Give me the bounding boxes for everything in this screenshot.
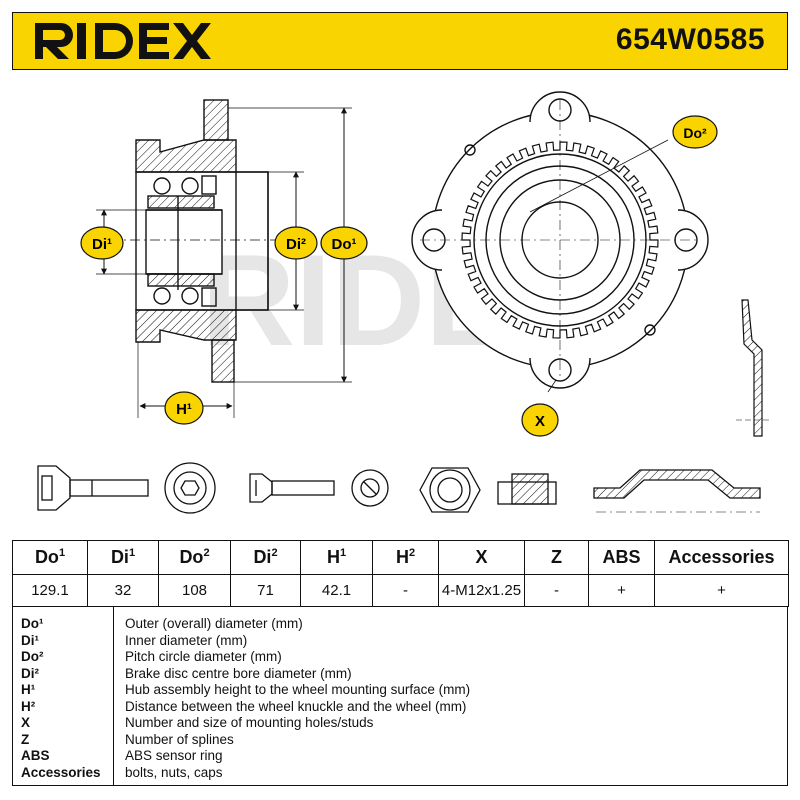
legend-desc: Brake disc centre bore diameter (mm) xyxy=(125,665,352,681)
spec-value-cell: 42.1 xyxy=(300,574,373,607)
legend-term: Di¹ xyxy=(21,632,39,648)
spec-value-cell: 4-M12x1.25 xyxy=(438,574,525,607)
badge-do1: Do¹ xyxy=(320,226,368,260)
spec-value-cell: 71 xyxy=(230,574,301,607)
legend-row: H¹ Hub assembly height to the wheel moun… xyxy=(13,682,789,698)
legend-desc: Hub assembly height to the wheel mountin… xyxy=(125,682,471,697)
legend-row: ABS ABS sensor ring xyxy=(13,748,789,764)
legend-box: Do¹ Outer (overall) diameter (mm) Di¹ In… xyxy=(12,606,788,786)
legend-row: Accessories bolts, nuts, caps xyxy=(13,765,789,781)
legend-term: H² xyxy=(21,698,36,714)
spec-header-cell: Accessories xyxy=(654,540,789,575)
legend-desc: Pitch circle diameter (mm) xyxy=(125,649,282,664)
legend-term: Z xyxy=(21,731,30,747)
spec-header-cell: Di1 xyxy=(87,540,159,575)
technical-drawing: RIDEX xyxy=(37,91,770,514)
ridex-logo xyxy=(35,23,211,59)
legend-term: Do¹ xyxy=(21,616,44,631)
hub-front-view xyxy=(411,91,709,393)
spec-header-cell: X xyxy=(438,540,525,575)
legend-desc: ABS sensor ring xyxy=(125,748,223,763)
spec-header-cell: Di2 xyxy=(230,540,301,575)
badge-x-label: X xyxy=(535,413,545,430)
spec-table: Do1 Di1 Do2 Di2 H1 H2 X Z ABS Accessorie… xyxy=(12,540,789,607)
legend-desc: bolts, nuts, caps xyxy=(125,764,223,780)
legend-row: H² Distance between the wheel knuckle an… xyxy=(13,699,789,715)
legend-term: Do² xyxy=(21,649,44,664)
spec-value-cell: - xyxy=(524,574,589,607)
legend-term: H¹ xyxy=(21,682,36,697)
legend-term: X xyxy=(21,715,31,730)
spec-header-cell: Do2 xyxy=(158,540,231,575)
legend-term: Di² xyxy=(21,665,39,681)
legend-row: Z Number of splines xyxy=(13,732,789,748)
legend-row: Di¹ Inner diameter (mm) xyxy=(13,633,789,649)
badge-di2-label: Di² xyxy=(286,236,306,253)
spec-value-cell: + xyxy=(588,574,655,607)
cap-icon xyxy=(497,473,557,505)
spec-value-cell: + xyxy=(654,574,789,607)
legend-desc: Inner diameter (mm) xyxy=(125,632,248,648)
spec-header-cell: Do1 xyxy=(12,540,88,575)
nut-icon xyxy=(419,467,481,513)
hub-side-view xyxy=(110,99,290,383)
header-bar: 654W0585 xyxy=(12,12,788,70)
spec-value-row: 129.1 32 108 71 42.1 - 4-M12x1.25 - + + xyxy=(12,574,789,607)
legend-term: ABS xyxy=(21,748,50,763)
badge-di1: Di¹ xyxy=(80,226,124,260)
spec-header-row: Do1 Di1 Do2 Di2 H1 H2 X Z ABS Accessorie… xyxy=(12,540,789,575)
spec-value-cell: 108 xyxy=(158,574,231,607)
legend-row: X Number and size of mounting holes/stud… xyxy=(13,715,789,731)
badge-do2-label: Do² xyxy=(683,125,707,141)
legend-divider xyxy=(113,607,114,785)
spec-header-cell: ABS xyxy=(588,540,655,575)
legend-desc: Distance between the wheel knuckle and t… xyxy=(125,698,467,714)
badge-h1: H¹ xyxy=(164,391,204,425)
spec-header-cell: H1 xyxy=(300,540,373,575)
screw-side-icon xyxy=(249,473,335,503)
dust-cap-icon xyxy=(593,469,761,513)
legend-desc: Number and size of mounting holes/studs xyxy=(125,715,374,730)
legend-row: Do¹ Outer (overall) diameter (mm) xyxy=(13,616,789,632)
legend-desc: Outer (overall) diameter (mm) xyxy=(125,616,303,631)
legend-row: Di² Brake disc centre bore diameter (mm) xyxy=(13,666,789,682)
screw-end-icon xyxy=(351,469,389,507)
legend-term: Accessories xyxy=(21,764,101,780)
badge-do2: Do² xyxy=(672,115,718,149)
spec-header-cell: Z xyxy=(524,540,589,575)
legend-row: Do² Pitch circle diameter (mm) xyxy=(13,649,789,665)
badge-h1-label: H¹ xyxy=(176,401,192,418)
spec-value-cell: 32 xyxy=(87,574,159,607)
accessories-row xyxy=(37,462,761,514)
badge-x: X xyxy=(521,403,559,437)
abs-ring-profile xyxy=(736,299,770,437)
legend-desc: Number of splines xyxy=(125,731,234,747)
spec-value-cell: - xyxy=(372,574,439,607)
spec-header-cell: H2 xyxy=(372,540,439,575)
spec-value-cell: 129.1 xyxy=(12,574,88,607)
part-number: 654W0585 xyxy=(615,23,765,56)
badge-di2: Di² xyxy=(274,226,318,260)
bolt-end-icon xyxy=(164,462,216,514)
badge-do1-label: Do¹ xyxy=(332,236,357,253)
badge-di1-label: Di¹ xyxy=(92,236,112,253)
bolt-side-icon xyxy=(37,465,149,511)
